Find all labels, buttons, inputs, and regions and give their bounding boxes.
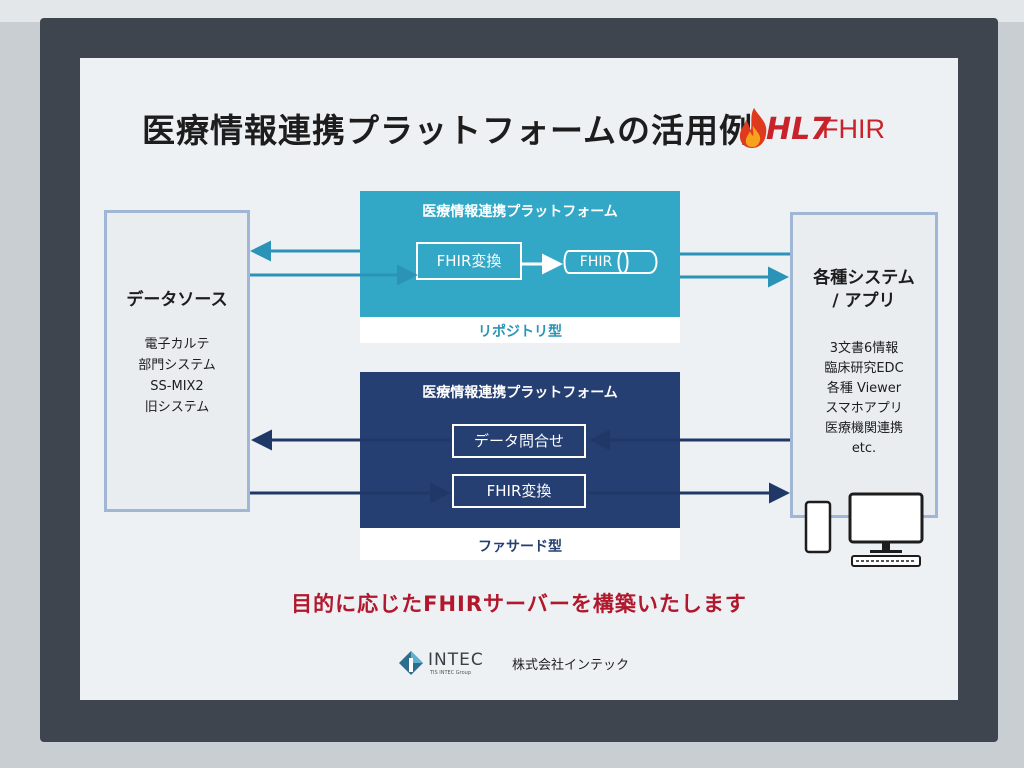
slide: 医療情報連携プラットフォームの活用例 HL7 FHIR データソース 電子カルテ… [80, 58, 958, 700]
repository-platform: 医療情報連携プラットフォーム FHIR変換 FHIR リポジトリ型 [360, 191, 680, 343]
logo-hl7-text: HL7 [766, 112, 832, 147]
intec-mark-icon [399, 651, 423, 675]
list-item: 部門システム [138, 358, 216, 373]
data-source-box: データソース 電子カルテ 部門システム SS-MIX2 旧システム [104, 210, 250, 512]
hl7-fhir-logo: HL7 FHIR [736, 106, 906, 150]
list-item: SS-MIX2 [150, 379, 204, 394]
list-item: 各種 Viewer [826, 381, 902, 396]
data-source-title: データソース [126, 290, 228, 310]
flame-icon [739, 108, 767, 148]
data-query-box: データ問合せ [452, 424, 586, 458]
list-item: 3文書6情報 [829, 341, 899, 356]
repository-fhir-convert-box: FHIR変換 [416, 242, 522, 280]
list-item: 医療機関連携 [824, 421, 903, 436]
list-item: スマホアプリ [825, 401, 903, 416]
fhir-database-label: FHIR [579, 254, 613, 270]
tagline: 目的に応じたFHIRサーバーを構築いたします [291, 592, 747, 616]
repository-header-label: 医療情報連携プラットフォーム [422, 204, 618, 220]
systems-apps-list: 3文書6情報 臨床研究EDC 各種 Viewer スマホアプリ 医療機関連携 e… [793, 339, 935, 459]
devices-icon [804, 492, 924, 567]
repository-type-label: リポジトリ型 [478, 324, 562, 340]
facade-type-label: ファサード型 [478, 539, 562, 555]
logo-fhir-text: FHIR [822, 114, 885, 144]
facade-fhir-convert-box: FHIR変換 [452, 474, 586, 508]
fhir-database: FHIR [563, 245, 663, 279]
list-item: 旧システム [144, 400, 210, 415]
systems-apps-title-line2: / アプリ [832, 291, 896, 311]
facade-header: 医療情報連携プラットフォーム [360, 372, 680, 528]
systems-apps-box: 各種システム / アプリ 3文書6情報 臨床研究EDC 各種 Viewer スマ… [790, 212, 938, 518]
systems-apps-title: 各種システム / アプリ [793, 267, 935, 313]
intec-brand: INTEC [428, 650, 484, 670]
systems-apps-title-line1: 各種システム [813, 268, 915, 288]
data-source-list: 電子カルテ 部門システム SS-MIX2 旧システム [107, 334, 247, 418]
company-name: 株式会社インテック [512, 658, 630, 673]
list-item: 電子カルテ [144, 337, 210, 352]
list-item: etc. [851, 441, 877, 456]
intec-brand-sub: TIS INTEC Group [430, 670, 472, 676]
list-item: 臨床研究EDC [824, 361, 904, 376]
intec-logo: INTEC TIS INTEC Group [398, 648, 498, 682]
wall-background [0, 0, 1024, 22]
database-icon [563, 250, 658, 274]
slide-title: 医療情報連携プラットフォームの活用例 [142, 111, 754, 150]
facade-platform: 医療情報連携プラットフォーム データ問合せ FHIR変換 ファサード型 [360, 372, 680, 560]
facade-header-label: 医療情報連携プラットフォーム [422, 385, 618, 401]
